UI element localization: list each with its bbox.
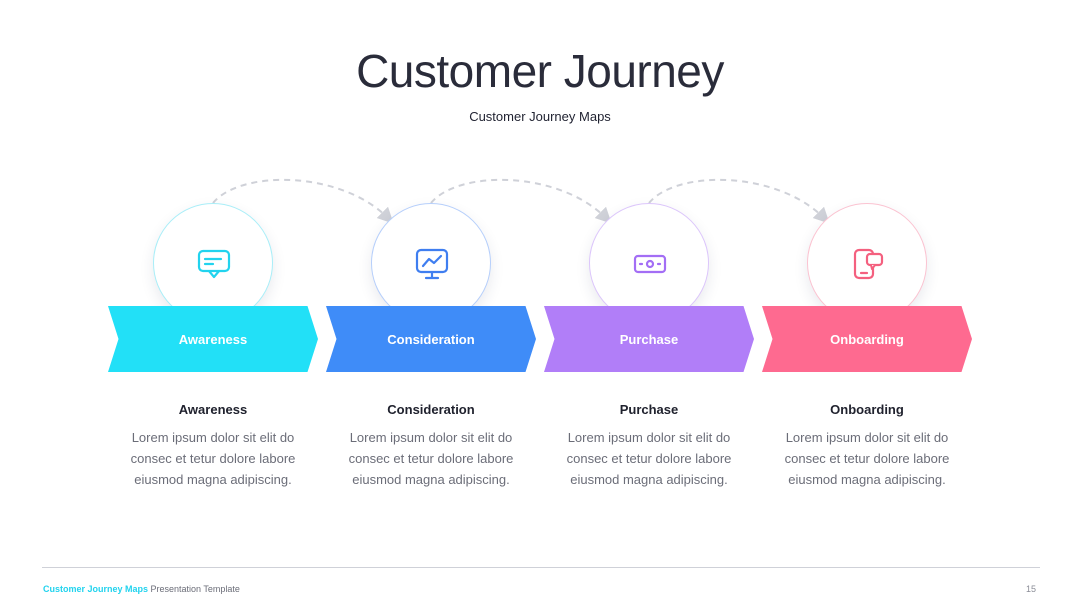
footer-divider — [42, 567, 1040, 568]
step-heading: Consideration — [387, 402, 475, 417]
arc-arrow-3 — [648, 178, 830, 224]
step-banner-label: Awareness — [178, 331, 248, 347]
footer-caption: Customer Journey Maps Presentation Templ… — [43, 584, 240, 594]
footer-brand: Customer Journey Maps — [43, 584, 149, 594]
step-banner-awareness: Awareness — [108, 306, 318, 372]
step-description: Lorem ipsum dolor sit elit do consec et … — [784, 430, 950, 487]
step-banner-label: Onboarding — [830, 331, 904, 347]
step-banner-label: Consideration — [387, 331, 475, 347]
step-circle-awareness — [153, 203, 273, 323]
step-card-awareness: Awareness Lorem ipsum dolor sit elit do … — [118, 402, 308, 490]
presentation-chart-icon — [415, 248, 449, 280]
step-card-purchase: Purchase Lorem ipsum dolor sit elit do c… — [554, 402, 744, 490]
step-circle-purchase — [589, 203, 709, 323]
step-banner-purchase: Purchase — [544, 306, 754, 372]
step-card-onboarding: Onboarding Lorem ipsum dolor sit elit do… — [772, 402, 962, 490]
step-circle-consideration — [371, 203, 491, 323]
step-banner-consideration: Consideration — [326, 306, 536, 372]
step-description: Lorem ipsum dolor sit elit do consec et … — [348, 430, 514, 487]
step-heading: Awareness — [178, 402, 248, 417]
money-bill-icon — [633, 254, 667, 274]
step-circle-onboarding — [807, 203, 927, 323]
step-banner-onboarding: Onboarding — [762, 306, 972, 372]
phone-message-icon — [853, 248, 884, 280]
arc-arrow-2 — [430, 178, 612, 224]
page-subtitle: Customer Journey Maps — [469, 109, 611, 124]
page-number: 15 — [1025, 584, 1036, 594]
footer-suffix: Presentation Template — [148, 584, 240, 594]
step-card-consideration: Consideration Lorem ipsum dolor sit elit… — [336, 402, 526, 490]
arc-arrow-1 — [212, 178, 394, 224]
step-banner-label: Purchase — [619, 331, 679, 347]
step-heading: Onboarding — [830, 402, 904, 417]
step-description: Lorem ipsum dolor sit elit do consec et … — [130, 430, 296, 487]
step-heading: Purchase — [619, 402, 679, 417]
page-title: Customer Journey — [356, 45, 724, 97]
chat-bubble-icon — [197, 249, 231, 279]
step-description: Lorem ipsum dolor sit elit do consec et … — [566, 430, 732, 487]
